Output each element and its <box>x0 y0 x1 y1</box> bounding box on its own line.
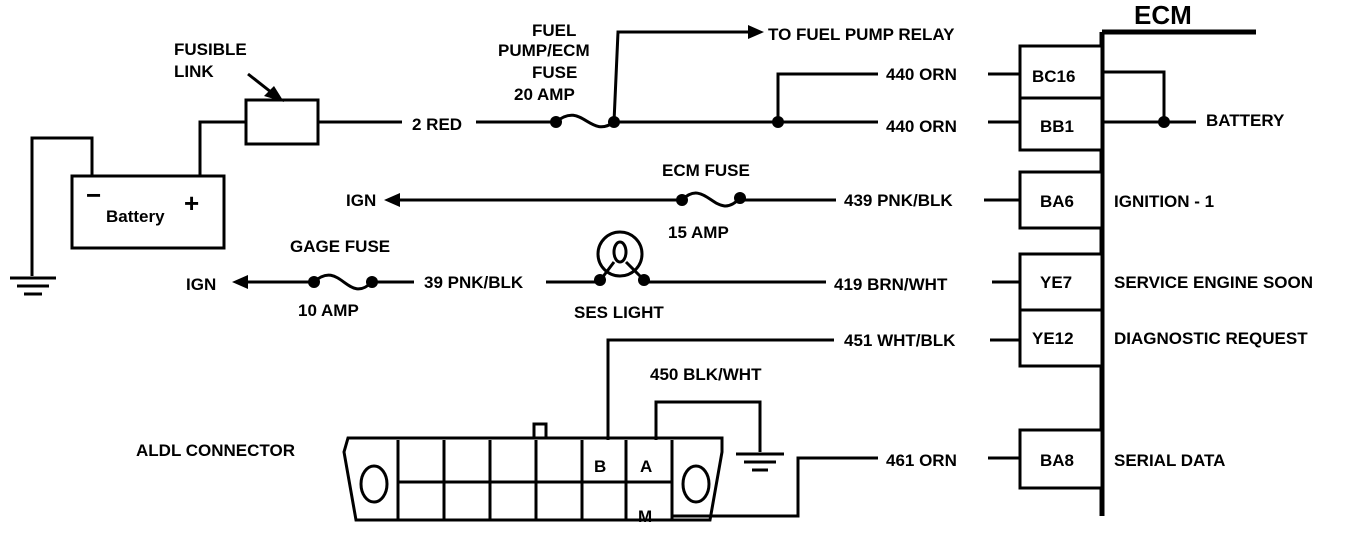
main-wire-label: 2 RED <box>412 115 462 134</box>
wire-label-ba8: 461 ORN <box>886 451 957 470</box>
ecm-fuse <box>680 191 742 208</box>
ecm-pin-ye12: YE12 <box>1018 308 1104 368</box>
wire-label-bb1: 440 ORN <box>886 117 957 136</box>
pin-label-ba8: BA8 <box>1040 451 1074 470</box>
gage-fuse-label: GAGE FUSE <box>290 237 390 256</box>
aldl-connector <box>342 422 724 522</box>
ye12-wire <box>606 338 834 440</box>
ecm-pin-ba8: BA8 <box>1018 428 1104 490</box>
function-ignition: IGNITION - 1 <box>1114 192 1214 211</box>
ign-top-arrowhead <box>384 193 400 207</box>
ses-light-label: SES LIGHT <box>574 303 664 322</box>
battery-junction <box>1158 116 1170 128</box>
battery-positive-wire <box>198 120 246 176</box>
ign-label-top: IGN <box>346 191 376 210</box>
function-diagnostic: DIAGNOSTIC REQUEST <box>1114 329 1308 348</box>
ecm-fuse-label: ECM FUSE <box>662 161 750 180</box>
pin-label-ye12: YE12 <box>1032 329 1074 348</box>
ecm-pin-bb1: BB1 <box>1018 96 1104 152</box>
fuel-fuse-label-4: 20 AMP <box>514 85 575 104</box>
pin-label-bc16: BC16 <box>1032 67 1075 86</box>
ecm-title: ECM <box>1134 0 1192 30</box>
battery-internal-tie <box>1102 70 1166 122</box>
ecm-fuse-terminal-right <box>734 192 746 204</box>
gage-fuse-amp: 10 AMP <box>298 301 359 320</box>
battery: Battery − + <box>70 174 226 250</box>
fusible-link-label-1: FUSIBLE <box>174 40 247 59</box>
pin-label-ba6: BA6 <box>1040 192 1074 211</box>
gage-wire-label: 39 PNK/BLK <box>424 273 524 292</box>
battery-negative-wire <box>30 136 94 276</box>
ba8-wire <box>672 456 878 518</box>
fusible-link-label-2: LINK <box>174 62 214 81</box>
relay-arrowhead <box>748 25 764 39</box>
battery-plus-sign: + <box>184 188 199 218</box>
ecm-pin-ye7: YE7 <box>1018 252 1104 312</box>
bc16-branch-wire <box>776 72 878 122</box>
battery-label: Battery <box>106 207 165 226</box>
ses-light-bulb <box>596 230 644 280</box>
ecm-pin-ba6: BA6 <box>1018 170 1104 230</box>
gage-fuse <box>312 273 374 291</box>
aldl-pin-b: B <box>594 457 606 476</box>
pin-label-ye7: YE7 <box>1040 273 1072 292</box>
fuel-fuse-label-2: PUMP/ECM <box>498 41 590 60</box>
fusible-link-arrowhead <box>264 86 284 102</box>
wire-label-ba6: 439 PNK/BLK <box>844 191 953 210</box>
fuel-fuse-label-1: FUEL <box>532 21 576 40</box>
aldl-pin-m: M <box>638 507 652 526</box>
ecm-fuse-amp: 15 AMP <box>668 223 729 242</box>
fusible-link <box>244 98 320 146</box>
aldl-ground-wire <box>654 400 762 452</box>
wire-label-bc16: 440 ORN <box>886 65 957 84</box>
fuel-relay-label: TO FUEL PUMP RELAY <box>768 25 955 44</box>
function-battery: BATTERY <box>1206 111 1285 130</box>
ign-bottom-arrowhead <box>232 275 248 289</box>
ign-label-bottom: IGN <box>186 275 216 294</box>
function-serial-data: SERIAL DATA <box>1114 451 1225 470</box>
fuel-pump-fuse <box>555 113 615 129</box>
ses-terminal-left <box>594 274 606 286</box>
ecm-pin-bc16: BC16 <box>1018 44 1104 100</box>
aldl-ground-wire-label: 450 BLK/WHT <box>650 365 762 384</box>
pin-label-bb1: BB1 <box>1040 117 1074 136</box>
ground-symbol-battery <box>10 276 56 296</box>
wire-label-ye12: 451 WHT/BLK <box>844 331 956 350</box>
function-ses: SERVICE ENGINE SOON <box>1114 273 1313 292</box>
aldl-pin-a: A <box>640 457 652 476</box>
ses-terminal-right <box>638 274 650 286</box>
battery-minus-sign: − <box>86 180 101 210</box>
fuel-fuse-label-3: FUSE <box>532 63 577 82</box>
aldl-connector-label: ALDL CONNECTOR <box>136 441 295 460</box>
ground-symbol-aldl <box>736 452 784 472</box>
relay-feed-wire <box>612 30 748 123</box>
wire-label-ye7: 419 BRN/WHT <box>834 275 948 294</box>
